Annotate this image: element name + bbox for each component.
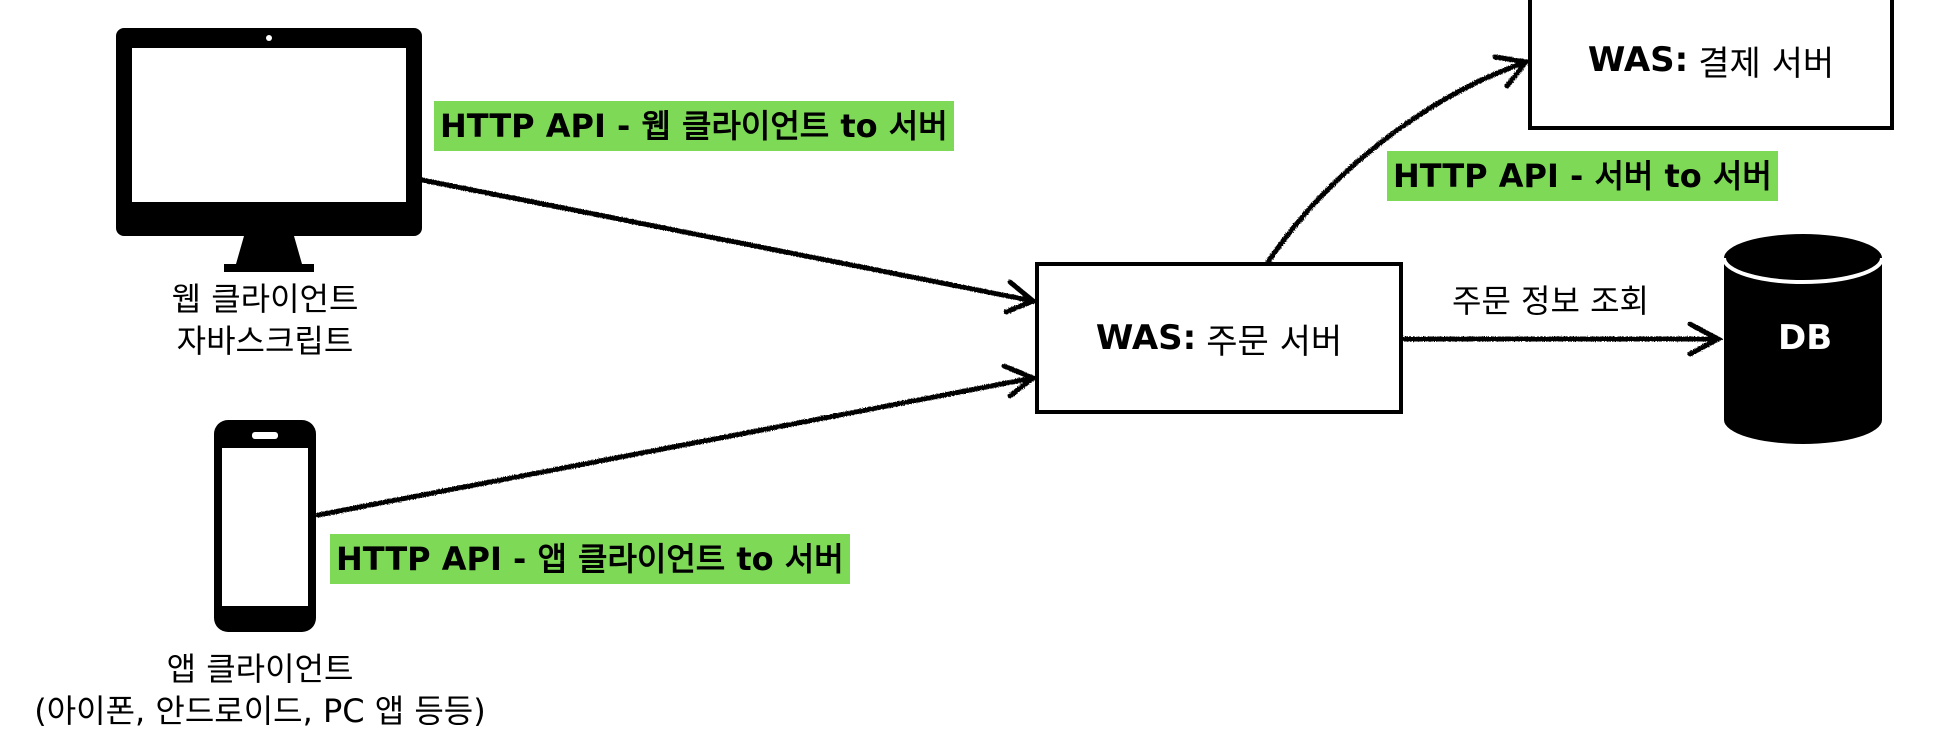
smartphone-icon (214, 420, 316, 632)
app-client-caption: 앱 클라이언트 (아이폰, 안드로이드, PC 앱 등등) (10, 648, 510, 732)
db-label: DB (1778, 318, 1833, 358)
server-api-label: HTTP API - 서버 to 서버 (1387, 151, 1778, 201)
app-client-subtitle: (아이폰, 안드로이드, PC 앱 등등) (34, 692, 486, 730)
web-api-label: HTTP API - 웹 클라이언트 to 서버 (434, 101, 954, 151)
web-client-title: 웹 클라이언트 (171, 280, 359, 318)
web-client-caption: 웹 클라이언트 자바스크립트 (140, 278, 390, 362)
payment-server-prefix: WAS: (1587, 40, 1689, 80)
web-client-subtitle: 자바스크립트 (176, 322, 354, 360)
app-client-title: 앱 클라이언트 (166, 650, 354, 688)
app-api-label: HTTP API - 앱 클라이언트 to 서버 (330, 534, 850, 584)
web-to-order-arrow (419, 177, 1036, 304)
order-server-box: WAS: 주문 서버 (1035, 262, 1403, 414)
database-icon (1722, 234, 1884, 444)
order-server-prefix: WAS: (1095, 318, 1197, 358)
monitor-icon (116, 28, 422, 272)
payment-server-name: 결제 서버 (1698, 43, 1835, 84)
db-query-label: 주문 정보 조회 (1452, 282, 1649, 320)
order-to-payment-arrow (1265, 59, 1529, 265)
payment-server-box: WAS: 결제 서버 (1528, 0, 1894, 130)
app-to-order-arrow (315, 375, 1036, 518)
order-server-name: 주문 서버 (1206, 321, 1343, 362)
